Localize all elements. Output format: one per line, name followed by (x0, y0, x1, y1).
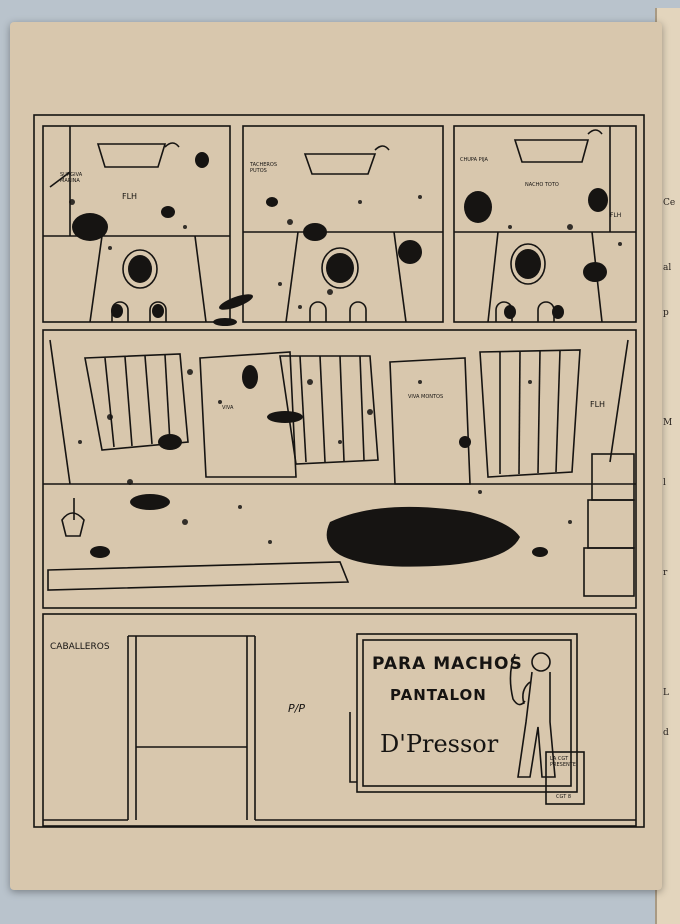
panel-2 (242, 125, 444, 323)
panel-5 (42, 613, 637, 827)
comic-page: SURGIVA MARINA FLH TACHEROS PUTOS CHUPA … (10, 22, 662, 890)
panel-1 (42, 125, 231, 323)
graffiti-panel4-a: VIVA (222, 405, 234, 411)
graffiti-panel3-b: NACHO TOTO (525, 182, 559, 188)
graffiti-panel4-c: FLH (590, 400, 606, 409)
panel-3 (453, 125, 637, 323)
comic-frame (33, 114, 645, 828)
cgt-notice-title: LA CGT PRESENTE (550, 756, 576, 768)
cgt-notice (545, 751, 585, 805)
cgt-notice-footer: CGT 8 (556, 794, 572, 800)
graffiti-panel1-a: SURGIVA MARINA (60, 172, 83, 184)
comic-drawing (33, 114, 645, 828)
graffiti-panel3-c: FLH (610, 212, 622, 219)
graffiti-panel3-a: CHUPA PIJA (460, 157, 488, 163)
graffiti-panel4-b: VIVA MONTOS (408, 394, 444, 400)
graffiti-panel1-b: FLH (122, 192, 138, 201)
poster-line-1: PARA MACHOS (372, 654, 523, 674)
restroom-sign: CABALLEROS (50, 642, 110, 652)
poster-brand: D'Pressor (380, 730, 499, 758)
graffiti-panel2-a: TACHEROS PUTOS (250, 162, 277, 174)
poster-line-2: PANTALON (390, 686, 487, 704)
artist-signature: P/P (288, 702, 305, 715)
ink-splatter (72, 152, 608, 567)
panel-4 (42, 329, 637, 609)
poster-frame (356, 633, 578, 793)
